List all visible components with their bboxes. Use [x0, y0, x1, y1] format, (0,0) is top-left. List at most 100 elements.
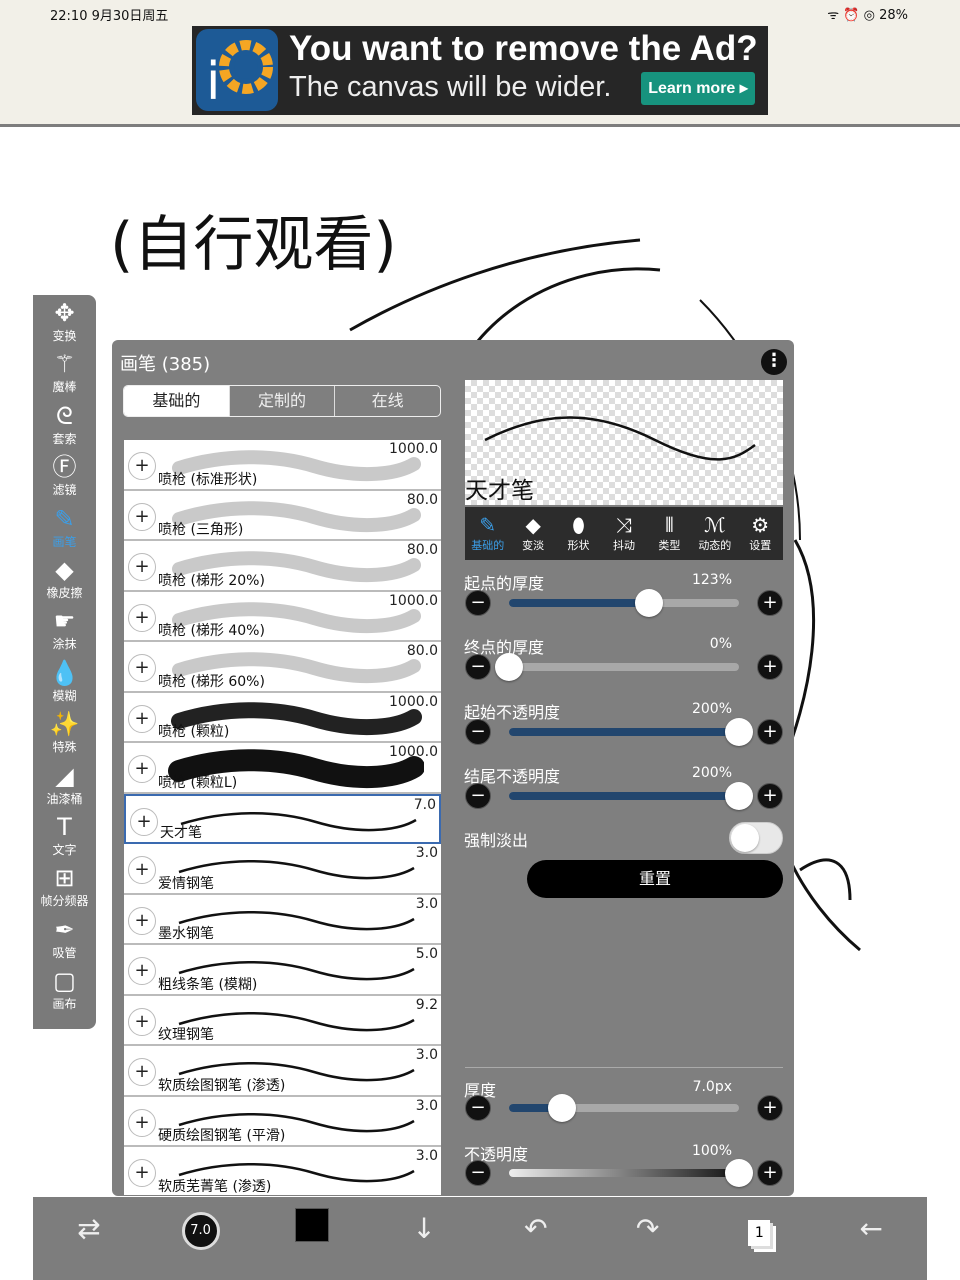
brush-row[interactable]: +喷枪 (颗粒)1000.0: [124, 692, 441, 743]
end-opacity-slider[interactable]: −+: [465, 781, 783, 811]
tool-label: 油漆桶: [46, 791, 83, 806]
tool-magic-wand[interactable]: ⚚魔棒: [33, 346, 96, 397]
start-opacity-track[interactable]: [509, 718, 753, 746]
end-opacity-track[interactable]: [509, 782, 753, 810]
add-brush-icon[interactable]: +: [128, 452, 156, 480]
brush-row[interactable]: +喷枪 (梯形 40%)1000.0: [124, 591, 441, 642]
tool-move[interactable]: ✥变换: [33, 295, 96, 346]
opacity-slider[interactable]: −+: [465, 1158, 783, 1188]
prop-tab[interactable]: ⤨抖动: [601, 507, 646, 560]
end-thickness-slider[interactable]: −+: [465, 652, 783, 682]
start-opacity-decrease-button[interactable]: −: [465, 719, 491, 745]
brush-row[interactable]: +喷枪 (颗粒L)1000.0: [124, 743, 441, 794]
prop-tab[interactable]: ◆变淡: [510, 507, 555, 560]
thickness-track[interactable]: [509, 1094, 739, 1122]
add-brush-icon[interactable]: +: [128, 603, 156, 632]
add-brush-icon[interactable]: +: [128, 1159, 156, 1187]
undo-icon[interactable]: ↶: [524, 1212, 548, 1245]
brush-list[interactable]: +喷枪 (标准形状)1000.0+喷枪 (三角形)80.0+喷枪 (梯形 20%…: [124, 440, 441, 1195]
tool-canvas[interactable]: ▢画布: [33, 963, 96, 1014]
ad-banner[interactable]: i You want to remove the Ad? The canvas …: [192, 26, 768, 115]
layers-icon[interactable]: 1: [729, 1211, 789, 1246]
color-swatch-icon[interactable]: [282, 1208, 342, 1249]
tool-eraser[interactable]: ◆橡皮擦: [33, 552, 96, 603]
tool-eyedropper[interactable]: ✒吸管: [33, 912, 96, 963]
brush-size-icon[interactable]: 7.0: [171, 1208, 231, 1250]
end-thickness-decrease-button[interactable]: −: [465, 654, 491, 680]
back-arrow-icon[interactable]: ←: [859, 1212, 883, 1245]
thickness-increase-button[interactable]: +: [757, 1095, 783, 1121]
add-brush-icon[interactable]: +: [130, 807, 158, 836]
thickness-thumb[interactable]: [547, 1094, 576, 1122]
thickness-decrease-button[interactable]: −: [465, 1095, 491, 1121]
redo-icon[interactable]: ↷: [635, 1212, 660, 1245]
thickness-slider[interactable]: −+: [465, 1093, 783, 1123]
download-arrow-icon[interactable]: ↓: [412, 1212, 436, 1245]
tool-blur-drop[interactable]: 💧模糊: [33, 655, 96, 706]
add-brush-icon[interactable]: +: [128, 1108, 156, 1137]
tab-custom[interactable]: 定制的: [228, 386, 335, 416]
tab-online[interactable]: 在线: [334, 386, 440, 416]
tool-bucket[interactable]: ◢油漆桶: [33, 758, 96, 809]
force-fade-toggle[interactable]: [729, 822, 783, 854]
brush-row[interactable]: +粗线条笔 (模糊)5.0: [124, 945, 441, 996]
opacity-increase-button[interactable]: +: [757, 1160, 783, 1186]
opacity-track[interactable]: [509, 1159, 753, 1187]
brush-row[interactable]: +硬质绘图钢笔 (平滑)3.0: [124, 1096, 441, 1147]
add-brush-icon[interactable]: +: [128, 553, 156, 581]
more-options-icon[interactable]: ⋮: [761, 349, 787, 375]
prop-tab[interactable]: ⬮形状: [556, 507, 601, 560]
add-brush-icon[interactable]: +: [128, 755, 156, 783]
brush-row[interactable]: +喷枪 (梯形 20%)80.0: [124, 541, 441, 592]
brush-row[interactable]: +软质芜菁笔 (渗透)3.0: [124, 1147, 441, 1195]
brush-row[interactable]: +喷枪 (三角形)80.0: [124, 490, 441, 541]
learn-more-button[interactable]: Learn more ▸: [641, 72, 755, 105]
prop-tab[interactable]: ✎基础的: [465, 507, 510, 560]
swap-brush-eraser-icon[interactable]: ⇄: [77, 1212, 101, 1245]
prop-tab[interactable]: ⚙设置: [738, 507, 783, 560]
end-thickness-track[interactable]: [495, 653, 739, 681]
start-opacity-slider[interactable]: −+: [465, 717, 783, 747]
add-brush-icon[interactable]: +: [128, 906, 156, 935]
end-opacity-increase-button[interactable]: +: [757, 783, 783, 809]
brush-row[interactable]: +软质绘图钢笔 (渗透)3.0: [124, 1046, 441, 1097]
tool-special[interactable]: ✨特殊: [33, 706, 96, 757]
add-brush-icon[interactable]: +: [128, 502, 156, 531]
start-opacity-increase-button[interactable]: +: [757, 719, 783, 745]
tool-brush[interactable]: ✎画笔: [33, 501, 96, 552]
start-thickness-increase-button[interactable]: +: [757, 590, 783, 616]
start-thickness-decrease-button[interactable]: −: [465, 590, 491, 616]
opacity-thumb[interactable]: [725, 1159, 753, 1187]
tab-basic[interactable]: 基础的: [124, 386, 229, 416]
end-opacity-thumb[interactable]: [725, 782, 753, 810]
start-thickness-slider[interactable]: −+: [465, 588, 783, 618]
start-thickness-track[interactable]: [509, 589, 739, 617]
start-opacity-thumb[interactable]: [725, 718, 753, 746]
add-brush-icon[interactable]: +: [128, 957, 156, 985]
opacity-decrease-button[interactable]: −: [465, 1160, 491, 1186]
add-brush-icon[interactable]: +: [128, 704, 156, 733]
add-brush-icon[interactable]: +: [128, 856, 156, 884]
add-brush-icon[interactable]: +: [128, 1058, 156, 1086]
brush-row[interactable]: +喷枪 (标准形状)1000.0: [124, 440, 441, 491]
add-brush-icon[interactable]: +: [128, 1007, 156, 1036]
svg-text:i: i: [206, 52, 220, 111]
start-thickness-thumb[interactable]: [635, 589, 664, 617]
prop-tab[interactable]: ⫴类型: [647, 507, 692, 560]
tool-frame-divider[interactable]: ⊞帧分频器: [33, 860, 96, 911]
end-thickness-thumb[interactable]: [495, 653, 523, 681]
tool-smudge[interactable]: ☛涂抹: [33, 603, 96, 654]
add-brush-icon[interactable]: +: [128, 654, 156, 682]
end-opacity-decrease-button[interactable]: −: [465, 783, 491, 809]
brush-row[interactable]: +喷枪 (梯形 60%)80.0: [124, 642, 441, 693]
end-thickness-increase-button[interactable]: +: [757, 654, 783, 680]
reset-button[interactable]: 重置: [527, 860, 783, 898]
